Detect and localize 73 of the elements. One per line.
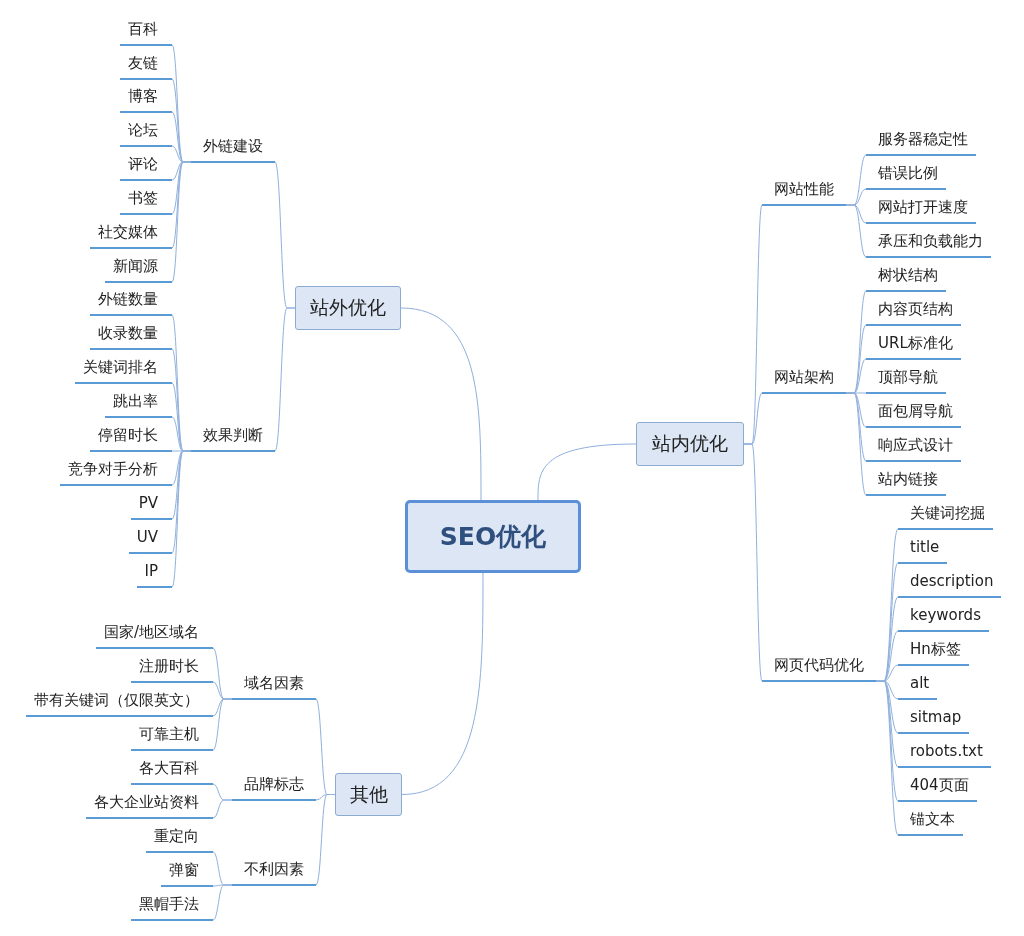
- connector-line: [171, 161, 192, 283]
- connector-line: [274, 307, 296, 452]
- connector-line: [743, 443, 763, 682]
- branch-label: 各大企业站资料: [86, 789, 213, 819]
- branch-label: 论坛: [120, 117, 172, 147]
- branch-label: 内容页结构: [866, 296, 961, 326]
- branch-label: 黑帽手法: [131, 891, 213, 921]
- central-topic-box: SEO优化: [405, 500, 581, 573]
- branch-label: 博客: [120, 83, 172, 113]
- branch-label: 可靠主机: [131, 721, 213, 751]
- branch-label: 效果判断: [191, 422, 275, 452]
- connector-line: [171, 450, 192, 588]
- connector-line: [537, 443, 637, 501]
- connector-line: [401, 572, 484, 795]
- branch-label: 竞争对手分析: [60, 456, 172, 486]
- topic-box: 站内优化: [636, 422, 744, 466]
- branch-label: alt: [898, 670, 938, 700]
- branch-label: title: [898, 534, 948, 564]
- connector-line: [315, 794, 336, 886]
- branch-label: 收录数量: [90, 320, 172, 350]
- branch-label: 锚文本: [898, 806, 963, 836]
- branch-label: UV: [128, 524, 172, 554]
- connector-line: [212, 698, 233, 751]
- branch-label: 面包屑导航: [866, 398, 961, 428]
- branch-label: IP: [136, 558, 172, 588]
- branch-label: 网站架构: [762, 364, 846, 394]
- branch-label: 停留时长: [90, 422, 172, 452]
- connector-line: [845, 204, 867, 258]
- branch-label: 注册时长: [131, 653, 213, 683]
- branch-label: 外链数量: [90, 286, 172, 316]
- topic-box: 其他: [335, 773, 402, 816]
- branch-label: 外链建设: [191, 133, 275, 163]
- branch-label: 书签: [120, 185, 172, 215]
- branch-label: 国家/地区域名: [95, 619, 213, 649]
- branch-label: 不利因素: [232, 856, 316, 886]
- branch-label: 网页代码优化: [762, 652, 876, 682]
- connector-line: [400, 307, 482, 501]
- branch-label: 社交媒体: [90, 219, 172, 249]
- branch-label: 重定向: [146, 823, 213, 853]
- branch-label: 顶部导航: [866, 364, 946, 394]
- branch-label: 新闻源: [105, 253, 172, 283]
- branch-label: sitmap: [898, 704, 970, 734]
- branch-label: 服务器稳定性: [866, 126, 976, 156]
- branch-label: 站内链接: [866, 466, 946, 496]
- branch-label: 评论: [120, 151, 172, 181]
- branch-label: 404页面: [898, 772, 977, 802]
- branch-label: 网站打开速度: [866, 194, 976, 224]
- branch-label: 百科: [120, 16, 172, 46]
- branch-label: 网站性能: [762, 176, 846, 206]
- branch-label: Hn标签: [898, 636, 969, 666]
- branch-label: 各大百科: [131, 755, 213, 785]
- connector-line: [845, 392, 867, 496]
- branch-label: 弹窗: [161, 857, 213, 887]
- branch-label: PV: [130, 490, 172, 520]
- connector-line: [212, 884, 233, 921]
- branch-label: 域名因素: [232, 670, 316, 700]
- branch-label: 品牌标志: [232, 771, 316, 801]
- branch-label: 响应式设计: [866, 432, 961, 462]
- branch-label: 错误比例: [866, 160, 946, 190]
- connector-line: [212, 799, 233, 819]
- branch-label: 承压和负载能力: [866, 228, 991, 258]
- connector-line: [875, 680, 899, 836]
- topic-box: 站外优化: [295, 286, 401, 330]
- branch-label: description: [898, 568, 1002, 598]
- branch-label: URL标准化: [866, 330, 961, 360]
- branch-label: 友链: [120, 50, 172, 80]
- branch-label: robots.txt: [898, 738, 991, 768]
- branch-label: 关键词排名: [75, 354, 172, 384]
- branch-label: 树状结构: [866, 262, 946, 292]
- branch-label: 带有关键词（仅限英文）: [26, 687, 213, 717]
- branch-label: 关键词挖掘: [898, 500, 993, 530]
- branch-label: 跳出率: [105, 388, 172, 418]
- branch-label: keywords: [898, 602, 989, 632]
